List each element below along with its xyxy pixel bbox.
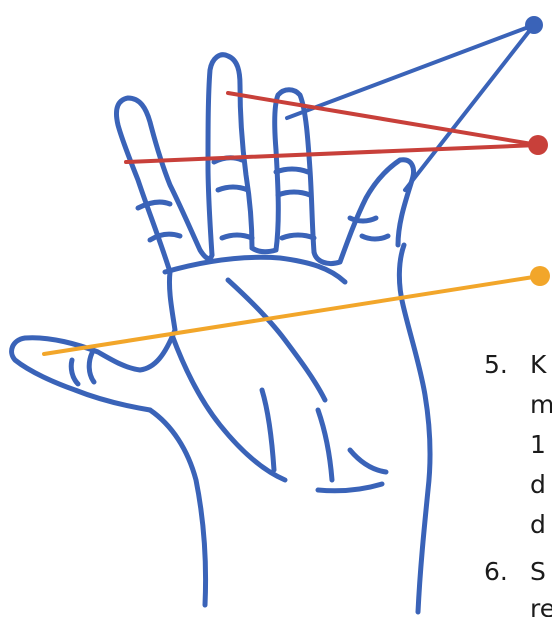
list-item-6-number: 6. <box>484 557 508 586</box>
list-item-6-line-1: S <box>530 557 546 586</box>
pointer-lines <box>44 16 550 354</box>
numbered-list: 5. K m 1 d d 6. S re <box>484 350 552 617</box>
wrist-left-edge <box>150 410 206 605</box>
list-item-5-line-4: d <box>530 470 546 499</box>
thumb-crease <box>89 353 94 382</box>
index-finger-outline <box>116 98 212 272</box>
thumb-outline <box>12 272 175 410</box>
middle-crease-2 <box>218 187 248 190</box>
little-crease-2 <box>362 236 388 239</box>
orange-pointer-line <box>44 276 540 354</box>
palm-line-wrist <box>318 484 382 491</box>
ring-crease-3 <box>282 235 314 238</box>
little-crease-1 <box>350 218 376 221</box>
thumb-crease-2 <box>71 360 78 384</box>
blue-pointer-dot <box>525 16 543 34</box>
list-item-6-line-2: re <box>530 594 552 617</box>
red-pointer-line-bottom <box>126 145 538 162</box>
hand-drawing <box>12 55 431 612</box>
palm-line-minor <box>318 410 332 480</box>
list-item-5-line-5: d <box>530 510 546 539</box>
list-item-5-line-2: m <box>530 390 552 419</box>
index-crease-2 <box>150 234 180 240</box>
middle-finger-outline <box>208 55 252 255</box>
index-crease-1 <box>138 202 170 208</box>
palm-line-small <box>350 450 386 472</box>
list-item-5-line-3: 1 <box>530 430 546 459</box>
palm-line-fate <box>262 390 274 470</box>
palm-line-head <box>228 280 325 400</box>
ring-crease-1 <box>276 169 308 172</box>
list-item-5-number: 5. <box>484 350 508 379</box>
ring-crease-2 <box>278 192 310 195</box>
middle-crease-3 <box>222 235 252 238</box>
wrist-right-edge <box>399 245 430 612</box>
little-finger-outline <box>314 160 414 264</box>
red-pointer-dot <box>528 135 548 155</box>
orange-pointer-dot <box>530 266 550 286</box>
list-item-5-line-1: K <box>530 350 547 379</box>
